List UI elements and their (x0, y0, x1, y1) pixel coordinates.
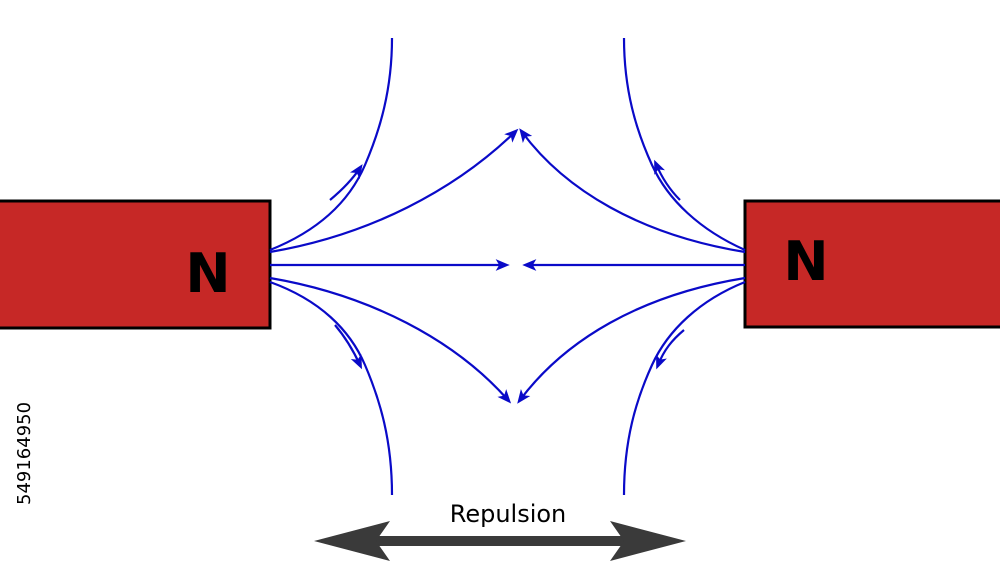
left-field-line-top-inner (269, 128, 519, 254)
right-field-line-top-outer (622, 37, 746, 252)
left-magnet: N (0, 199, 272, 330)
right-magnet: N (743, 199, 1000, 329)
right-field-line-top-arrow (654, 159, 681, 201)
right-field-line-bottom-inner (517, 276, 746, 404)
repulsion-arrow-shaft (370, 536, 630, 546)
repulsion-caption: Repulsion (450, 500, 567, 528)
left-field-lines (269, 37, 519, 496)
left-field-line-bottom-inner (269, 276, 512, 404)
right-magnet-pole-label: N (783, 230, 828, 293)
left-field-line-top-outer (269, 37, 394, 252)
right-magnet-body (743, 199, 1000, 329)
left-magnet-body (0, 199, 272, 330)
stock-id-text: 549164950 (14, 402, 35, 505)
right-field-line-bottom-arrow (656, 329, 685, 370)
repulsion-arrow-left-head (314, 521, 390, 561)
right-field-lines (517, 37, 746, 496)
repulsion-double-arrow (314, 521, 686, 561)
right-field-line-bottom-outer (622, 280, 746, 496)
repulsion-arrow-right-head (610, 521, 686, 561)
left-field-line-bottom-arrow (334, 324, 362, 370)
left-field-line-top-arrow (329, 164, 363, 201)
left-field-line-bottom-outer (269, 280, 394, 496)
right-field-line-top-inner (519, 128, 746, 254)
left-magnet-pole-label: N (185, 242, 230, 305)
